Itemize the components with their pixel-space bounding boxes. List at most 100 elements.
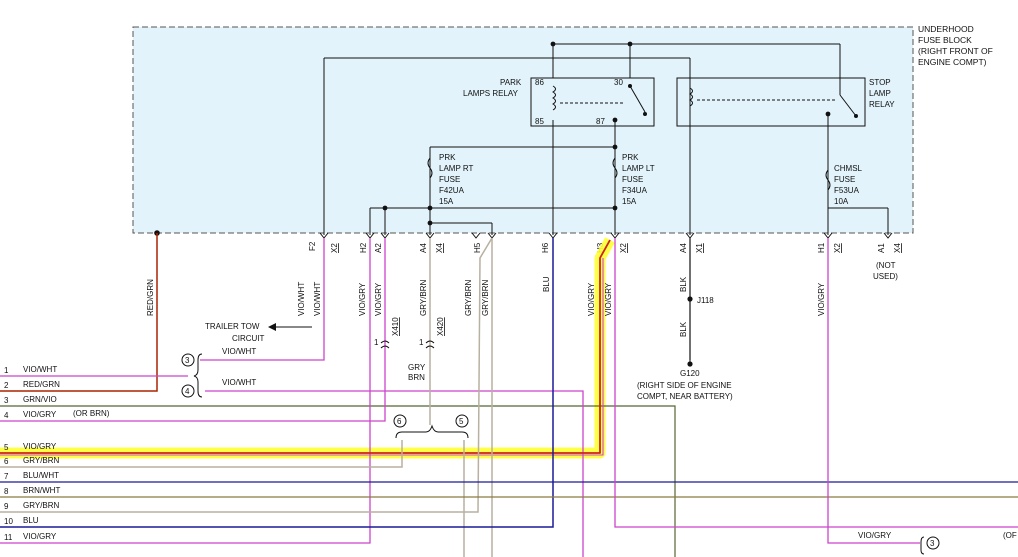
svg-text:(NOT: (NOT <box>876 261 896 270</box>
left-line-label: GRN/VIO <box>23 395 57 404</box>
svg-text:RED/GRN: RED/GRN <box>146 279 155 316</box>
svg-text:USED): USED) <box>873 272 898 281</box>
left-line-number: 1 <box>4 366 9 375</box>
svg-text:86: 86 <box>535 78 544 87</box>
svg-text:X1: X1 <box>695 243 704 253</box>
svg-text:VIO/GRY: VIO/GRY <box>858 531 892 540</box>
underhood-fuse-block <box>132 26 914 234</box>
svg-text:BLU: BLU <box>542 276 551 292</box>
svg-text:X2: X2 <box>833 243 842 253</box>
svg-text:TRAILER TOW: TRAILER TOW <box>205 322 260 331</box>
left-line-label: BRN/WHT <box>23 486 60 495</box>
svg-text:GRY: GRY <box>408 363 426 372</box>
horizontal-wire-labels: VIO/WHT VIO/WHT (OR BRN) VIO/GRY (OF <box>73 347 1017 540</box>
svg-text:PRK: PRK <box>439 153 456 162</box>
svg-text:RELAY: RELAY <box>869 100 895 109</box>
svg-text:COMPT, NEAR BATTERY): COMPT, NEAR BATTERY) <box>637 392 733 401</box>
vertical-wire-labels: RED/GRN VIO/WHT VIO/WHT VIO/GRY VIO/GRY … <box>146 276 826 382</box>
connector-x420: 1 X420 <box>419 317 445 349</box>
left-line-number: 11 <box>4 533 13 542</box>
fuse-block-label: UNDERHOOD FUSE BLOCK (RIGHT FRONT OF ENG… <box>918 24 993 67</box>
svg-text:VIO/WHT: VIO/WHT <box>222 347 256 356</box>
junction-dots <box>154 41 831 236</box>
svg-text:30: 30 <box>614 78 623 87</box>
svg-text:(OR BRN): (OR BRN) <box>73 409 110 418</box>
svg-text:X2: X2 <box>330 243 339 253</box>
svg-text:VIO/WHT: VIO/WHT <box>297 282 306 316</box>
svg-text:UNDERHOOD: UNDERHOOD <box>918 24 974 34</box>
svg-text:J118: J118 <box>697 296 714 305</box>
svg-text:A2: A2 <box>374 243 383 253</box>
svg-text:3: 3 <box>930 539 935 548</box>
svg-text:VIO/WHT: VIO/WHT <box>222 378 256 387</box>
svg-text:4: 4 <box>185 387 190 396</box>
svg-text:LAMP: LAMP <box>869 89 891 98</box>
svg-text:F2: F2 <box>308 241 317 251</box>
left-line-label: RED/GRN <box>23 380 60 389</box>
prk-lamp-lt-fuse: PRK LAMP LT FUSE F34UA 15A <box>612 153 655 206</box>
stop-lamp-relay: STOP LAMP RELAY <box>676 77 895 127</box>
left-line-label: BLU <box>23 516 39 525</box>
svg-text:A1: A1 <box>877 243 886 253</box>
node-4: 4 <box>181 384 195 398</box>
svg-text:X4: X4 <box>435 243 444 253</box>
svg-text:(RIGHT FRONT OF: (RIGHT FRONT OF <box>918 46 993 56</box>
svg-text:F42UA: F42UA <box>439 186 465 195</box>
svg-text:LAMP RT: LAMP RT <box>439 164 473 173</box>
prk-lamp-rt-fuse: PRK LAMP RT FUSE F42UA 15A <box>427 153 473 206</box>
svg-text:VIO/GRY: VIO/GRY <box>817 282 826 316</box>
svg-text:87: 87 <box>596 117 605 126</box>
svg-text:(OF: (OF <box>1003 531 1017 540</box>
svg-text:15A: 15A <box>439 197 454 206</box>
svg-text:F34UA: F34UA <box>622 186 648 195</box>
svg-text:H1: H1 <box>817 242 826 253</box>
svg-text:LAMP LT: LAMP LT <box>622 164 655 173</box>
node-3: 3 <box>181 353 195 367</box>
connector-chevrons <box>319 232 893 239</box>
node-3-bottom: 3 <box>920 536 940 555</box>
svg-text:GRY/BRN: GRY/BRN <box>464 279 473 316</box>
svg-text:15A: 15A <box>622 197 637 206</box>
svg-text:PARK: PARK <box>500 78 522 87</box>
svg-text:VIO/GRY: VIO/GRY <box>604 282 613 316</box>
svg-text:A4: A4 <box>679 243 688 253</box>
connector-x410: 1 X410 <box>374 317 400 349</box>
svg-text:5: 5 <box>459 417 464 426</box>
svg-text:FUSE: FUSE <box>622 175 643 184</box>
brace-5-6 <box>395 424 469 439</box>
svg-text:FUSE: FUSE <box>834 175 855 184</box>
left-line-number: 7 <box>4 472 9 481</box>
left-line-label: VIO/GRY <box>23 410 57 419</box>
svg-text:1: 1 <box>419 338 424 347</box>
splice-j118: J118 <box>687 296 714 305</box>
svg-text:VIO/GRY: VIO/GRY <box>374 282 383 316</box>
svg-text:BLK: BLK <box>679 276 688 292</box>
trailer-tow-circuit: TRAILER TOW CIRCUIT <box>205 322 312 343</box>
left-line-number: 4 <box>4 411 9 420</box>
svg-text:VIO/GRY: VIO/GRY <box>358 282 367 316</box>
left-line-number: 5 <box>4 443 9 452</box>
svg-text:CHMSL: CHMSL <box>834 164 863 173</box>
svg-text:10A: 10A <box>834 197 849 206</box>
left-line-number: 3 <box>4 396 9 405</box>
svg-text:G120: G120 <box>680 369 700 378</box>
svg-text:BRN: BRN <box>408 373 425 382</box>
node-6: 6 <box>393 414 407 428</box>
svg-text:H2: H2 <box>359 242 368 253</box>
svg-text:CIRCUIT: CIRCUIT <box>232 334 265 343</box>
svg-text:ENGINE COMPT): ENGINE COMPT) <box>918 57 987 67</box>
svg-text:PRK: PRK <box>622 153 639 162</box>
colored-wires <box>0 233 1018 557</box>
svg-text:LAMPS RELAY: LAMPS RELAY <box>463 89 519 98</box>
svg-text:X4: X4 <box>893 243 902 253</box>
node-5: 5 <box>455 414 469 428</box>
svg-text:85: 85 <box>535 117 544 126</box>
svg-text:A4: A4 <box>419 243 428 253</box>
brace-3-4 <box>193 353 203 398</box>
svg-text:X410: X410 <box>391 317 400 336</box>
svg-text:VIO/WHT: VIO/WHT <box>313 282 322 316</box>
left-line-label: VIO/GRY <box>23 442 57 451</box>
svg-text:X420: X420 <box>436 317 445 336</box>
left-line-label: VIO/GRY <box>23 532 57 541</box>
